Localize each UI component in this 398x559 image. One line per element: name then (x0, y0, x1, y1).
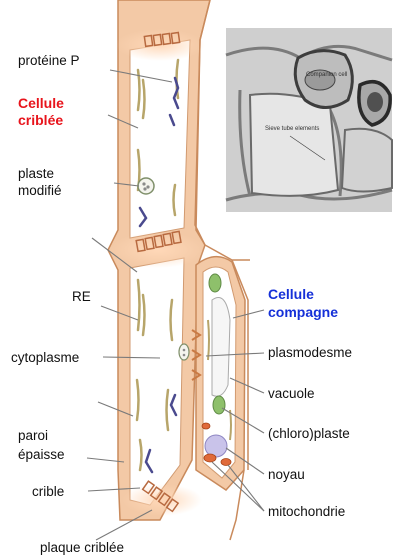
label-plaste-modifie: plaste modifié (18, 165, 62, 199)
label-cellule-criblee: Cellule criblée (18, 95, 64, 129)
label-plaque-criblee: plaque criblée (40, 540, 124, 556)
label-paroi-epaisse: paroi épaisse (18, 426, 65, 464)
mitochondrion (202, 423, 210, 429)
label-cellule-compagne: Cellule compagne (268, 285, 338, 321)
label-crible: crible (32, 484, 64, 500)
label-re: RE (72, 289, 91, 305)
label-proteine-p: protéine P (18, 53, 80, 69)
vacuole (212, 298, 230, 397)
sieve-tube (108, 0, 210, 520)
mitochondrion (204, 454, 216, 462)
nucleus (205, 435, 227, 457)
modified-plastid (138, 178, 154, 194)
label-noyau: noyau (268, 467, 305, 483)
mitochondrion (221, 459, 231, 466)
label-plasmodesme: plasmodesme (268, 345, 352, 361)
micrograph-companion-label: Companion cell (306, 72, 347, 78)
label-mitochondrie: mitochondrie (268, 504, 345, 520)
chloroplast (213, 396, 225, 414)
micrograph-sieve-label: Sieve tube elements (265, 126, 319, 132)
label-chloroplaste: (chloro)plaste (268, 426, 350, 442)
modified-plastid-lower (179, 344, 189, 360)
label-cytoplasme: cytoplasme (11, 350, 79, 366)
electron-micrograph: Companion cell Sieve tube elements (226, 28, 392, 212)
top-sieve-plate (115, 29, 205, 61)
label-vacuole: vacuole (268, 386, 315, 402)
chloroplast (209, 274, 221, 292)
